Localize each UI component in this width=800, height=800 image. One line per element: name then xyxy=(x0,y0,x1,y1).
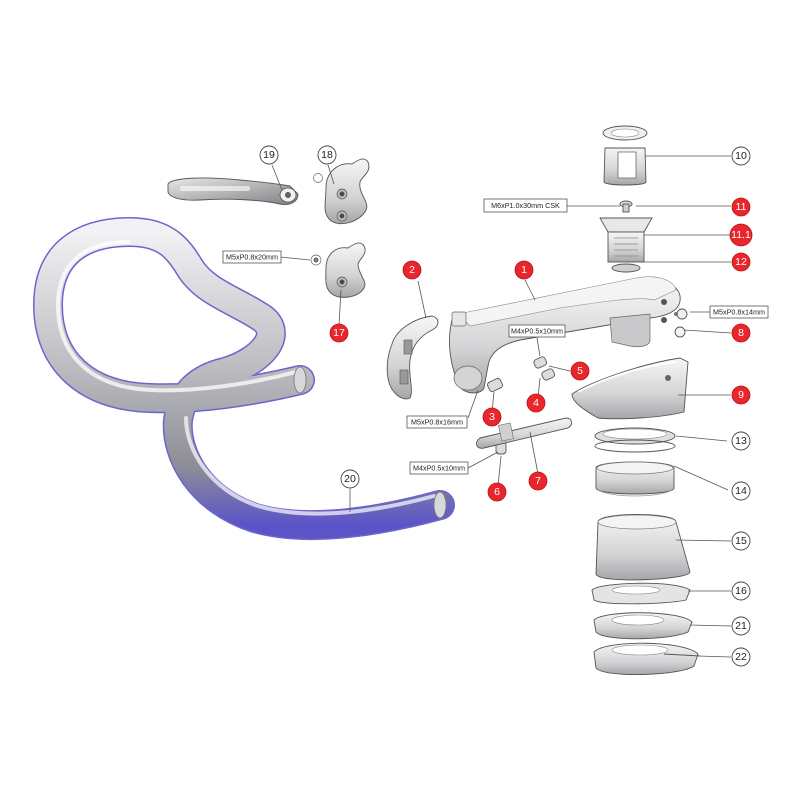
callout-11: 11 xyxy=(731,197,751,217)
callout-22: 22 xyxy=(731,647,751,667)
hardware-parts xyxy=(487,308,688,455)
spacer-21-part xyxy=(593,612,693,640)
spacer-16-part xyxy=(591,582,691,605)
spec-bolt-17: M5xP0.8x20mm xyxy=(222,250,282,264)
svg-text:3: 3 xyxy=(489,411,495,423)
svg-text:19: 19 xyxy=(263,149,275,161)
stem-body-part xyxy=(449,276,681,394)
callout-20: 20 xyxy=(340,469,360,489)
svg-text:M6xP1.0x30mm CSK: M6xP1.0x30mm CSK xyxy=(491,201,560,210)
svg-text:7: 7 xyxy=(535,475,541,487)
spec-csk-bolt: M6xP1.0x30mm CSK xyxy=(483,198,568,213)
callout-18: 18 xyxy=(317,145,337,165)
spec-bolt-5: M4xP0.5x10mm xyxy=(508,324,566,338)
svg-text:14: 14 xyxy=(735,485,747,497)
cover-part xyxy=(571,357,689,420)
callout-7: 7 xyxy=(528,471,548,491)
callout-16: 16 xyxy=(731,581,751,601)
svg-text:2: 2 xyxy=(409,264,415,276)
callout-12: 12 xyxy=(731,252,751,272)
spec-bolt-6: M4xP0.5x10mm xyxy=(409,461,469,475)
callout-10: 10 xyxy=(731,146,751,166)
mount-clamp-upper-part xyxy=(313,158,370,224)
svg-text:5: 5 xyxy=(577,365,583,377)
svg-text:22: 22 xyxy=(735,651,747,663)
handlebar-part xyxy=(33,217,455,541)
svg-text:M5xP0.8x16mm: M5xP0.8x16mm xyxy=(411,418,463,427)
svg-text:12: 12 xyxy=(735,256,747,268)
svg-text:11.1: 11.1 xyxy=(731,229,751,241)
spacer-15-part xyxy=(595,514,691,581)
svg-text:M4xP0.5x10mm: M4xP0.5x10mm xyxy=(413,464,465,473)
csk-bolt-part xyxy=(619,200,633,213)
callout-15: 15 xyxy=(731,531,751,551)
callout-6: 6 xyxy=(487,482,507,502)
callout-9: 9 xyxy=(731,385,751,405)
svg-text:4: 4 xyxy=(533,397,539,409)
svg-text:20: 20 xyxy=(344,473,356,485)
svg-text:M5xP0.8x20mm: M5xP0.8x20mm xyxy=(226,253,278,262)
svg-text:10: 10 xyxy=(735,150,747,162)
computer-mount-part xyxy=(167,177,299,205)
svg-text:13: 13 xyxy=(735,435,747,447)
svg-text:M5xP0.8x14mm: M5xP0.8x14mm xyxy=(713,308,765,317)
spacer-22-part xyxy=(593,642,701,676)
callout-3: 3 xyxy=(482,407,502,427)
svg-text:6: 6 xyxy=(494,486,500,498)
svg-text:21: 21 xyxy=(735,620,747,632)
top-cap-part xyxy=(602,125,648,186)
svg-text:18: 18 xyxy=(321,149,333,161)
spec-bolt-3: M5xP0.8x16mm xyxy=(406,415,468,429)
svg-text:16: 16 xyxy=(735,585,747,597)
spec-bolt-8: M5xP0.8x14mm xyxy=(709,305,769,319)
svg-text:11: 11 xyxy=(736,201,747,213)
callout-19: 19 xyxy=(259,145,279,165)
svg-text:15: 15 xyxy=(735,535,747,547)
compression-plug-part xyxy=(599,217,653,273)
callout-13: 13 xyxy=(731,431,751,451)
callout-1: 1 xyxy=(514,260,534,280)
svg-text:9: 9 xyxy=(738,389,744,401)
wedge-part xyxy=(476,417,573,449)
svg-text:17: 17 xyxy=(333,327,345,339)
callout-14: 14 xyxy=(731,481,751,501)
svg-text:M4xP0.5x10mm: M4xP0.5x10mm xyxy=(511,327,563,336)
svg-text:8: 8 xyxy=(738,327,744,339)
mount-clamp-lower-part xyxy=(310,242,366,298)
stem-faceplate-part xyxy=(386,315,439,400)
callout-2: 2 xyxy=(402,260,422,280)
callout-5: 5 xyxy=(570,361,590,381)
svg-text:1: 1 xyxy=(521,264,527,276)
callout-17: 17 xyxy=(329,323,349,343)
callout-21: 21 xyxy=(731,616,751,636)
spacer-13-part xyxy=(594,427,676,453)
callout-4: 4 xyxy=(526,393,546,413)
leader-lines xyxy=(271,155,732,658)
spacer-14-part xyxy=(595,461,675,497)
callout-11-1: 11.1 xyxy=(729,223,753,247)
callout-8: 8 xyxy=(731,323,751,343)
